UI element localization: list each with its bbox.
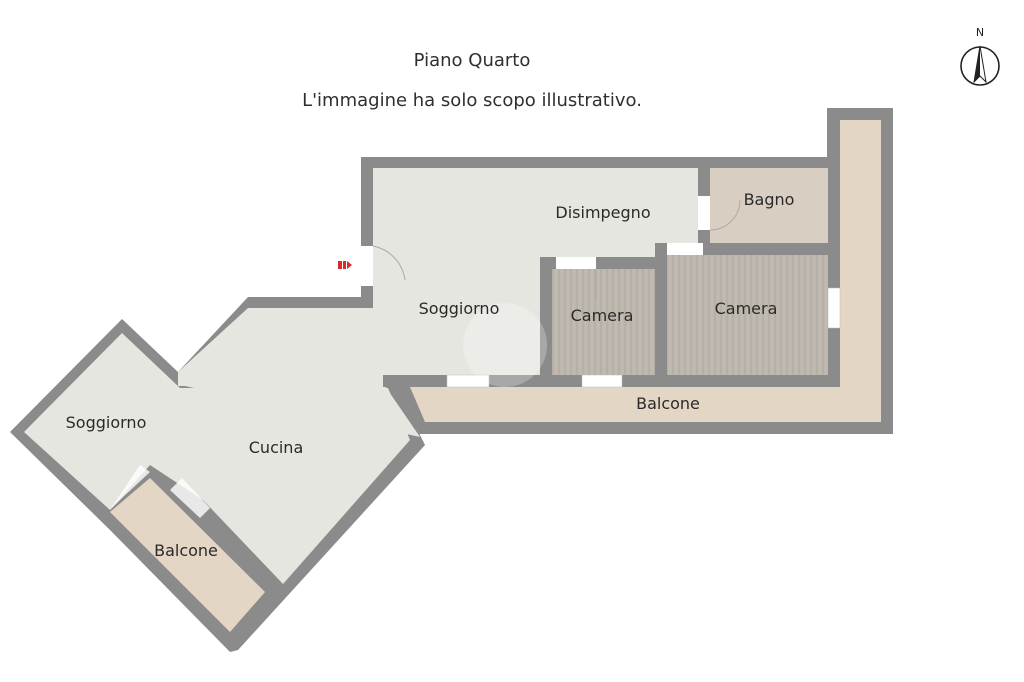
entrance-arrow-icon [338,261,352,269]
north-arrow-icon: N [960,26,1000,86]
small-balcony-floor [110,478,265,632]
room-label-camera-small: Camera [571,306,634,325]
bedroom-small-floor [552,269,655,375]
long-balcony-floor [410,120,881,422]
floor-title: Piano Quarto [413,50,531,71]
compass-label: N [976,26,984,39]
room-label-disimpegno: Disimpegno [555,203,650,222]
room-label-balcone-long: Balcone [636,394,700,413]
watermark-circle [463,303,547,387]
bathroom-floor [710,168,828,243]
room-label-soggiorno-main: Soggiorno [419,299,500,318]
disclaimer-text: L'immagine ha solo scopo illustrativo. [302,90,642,111]
lower-floors [24,333,410,632]
upper-floors [178,120,881,437]
room-label-cucina: Cucina [249,438,304,457]
openings [110,196,841,518]
room-label-camera-large: Camera [715,299,778,318]
room-label-soggiorno-side: Soggiorno [66,413,147,432]
room-label-bagno: Bagno [744,190,795,209]
bedroom-large-floor [667,255,828,375]
room-label-balcone-small: Balcone [154,541,218,560]
